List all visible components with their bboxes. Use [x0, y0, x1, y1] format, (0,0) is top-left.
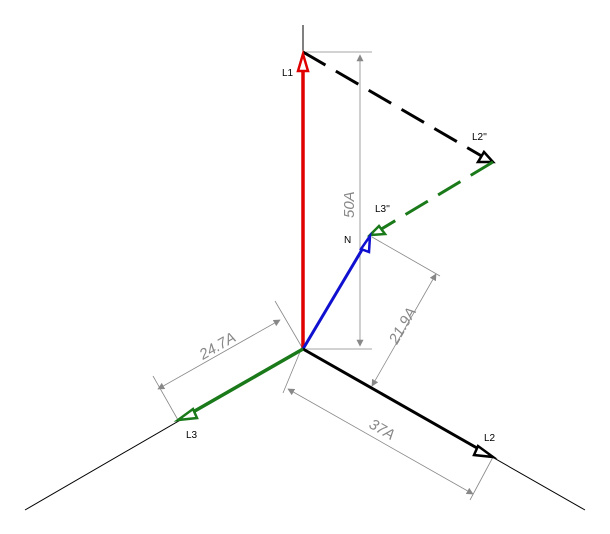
l2pp-arrowhead [475, 149, 496, 164]
n-arrowhead [359, 231, 372, 254]
l3-phasor [185, 347, 304, 418]
l3pp-phasor [377, 160, 494, 233]
l3-arrowhead [173, 407, 199, 422]
l2-current-dimension: 37A [366, 416, 398, 444]
l3-current-dimension: 24.7A [196, 329, 239, 364]
l2-arrowhead [472, 444, 498, 459]
l2pp-phasor [302, 50, 486, 160]
n-current-dimension: 21.9A [385, 305, 420, 348]
n-label: N [344, 235, 351, 246]
l2pp-label: L2'' [472, 132, 487, 143]
l1-current-dimension: 50A [341, 191, 358, 218]
l3pp-label: L3'' [375, 204, 390, 215]
l2-label: L2 [484, 433, 496, 444]
l3pp-arrowhead [366, 224, 388, 237]
l1-arrowhead [296, 49, 310, 73]
reference-axes [24, 25, 586, 511]
dimension-lines [152, 51, 494, 501]
l2-phasor [302, 347, 485, 454]
n-phasor [301, 242, 368, 350]
l1-label: L1 [282, 68, 294, 79]
l3-label: L3 [186, 430, 198, 441]
